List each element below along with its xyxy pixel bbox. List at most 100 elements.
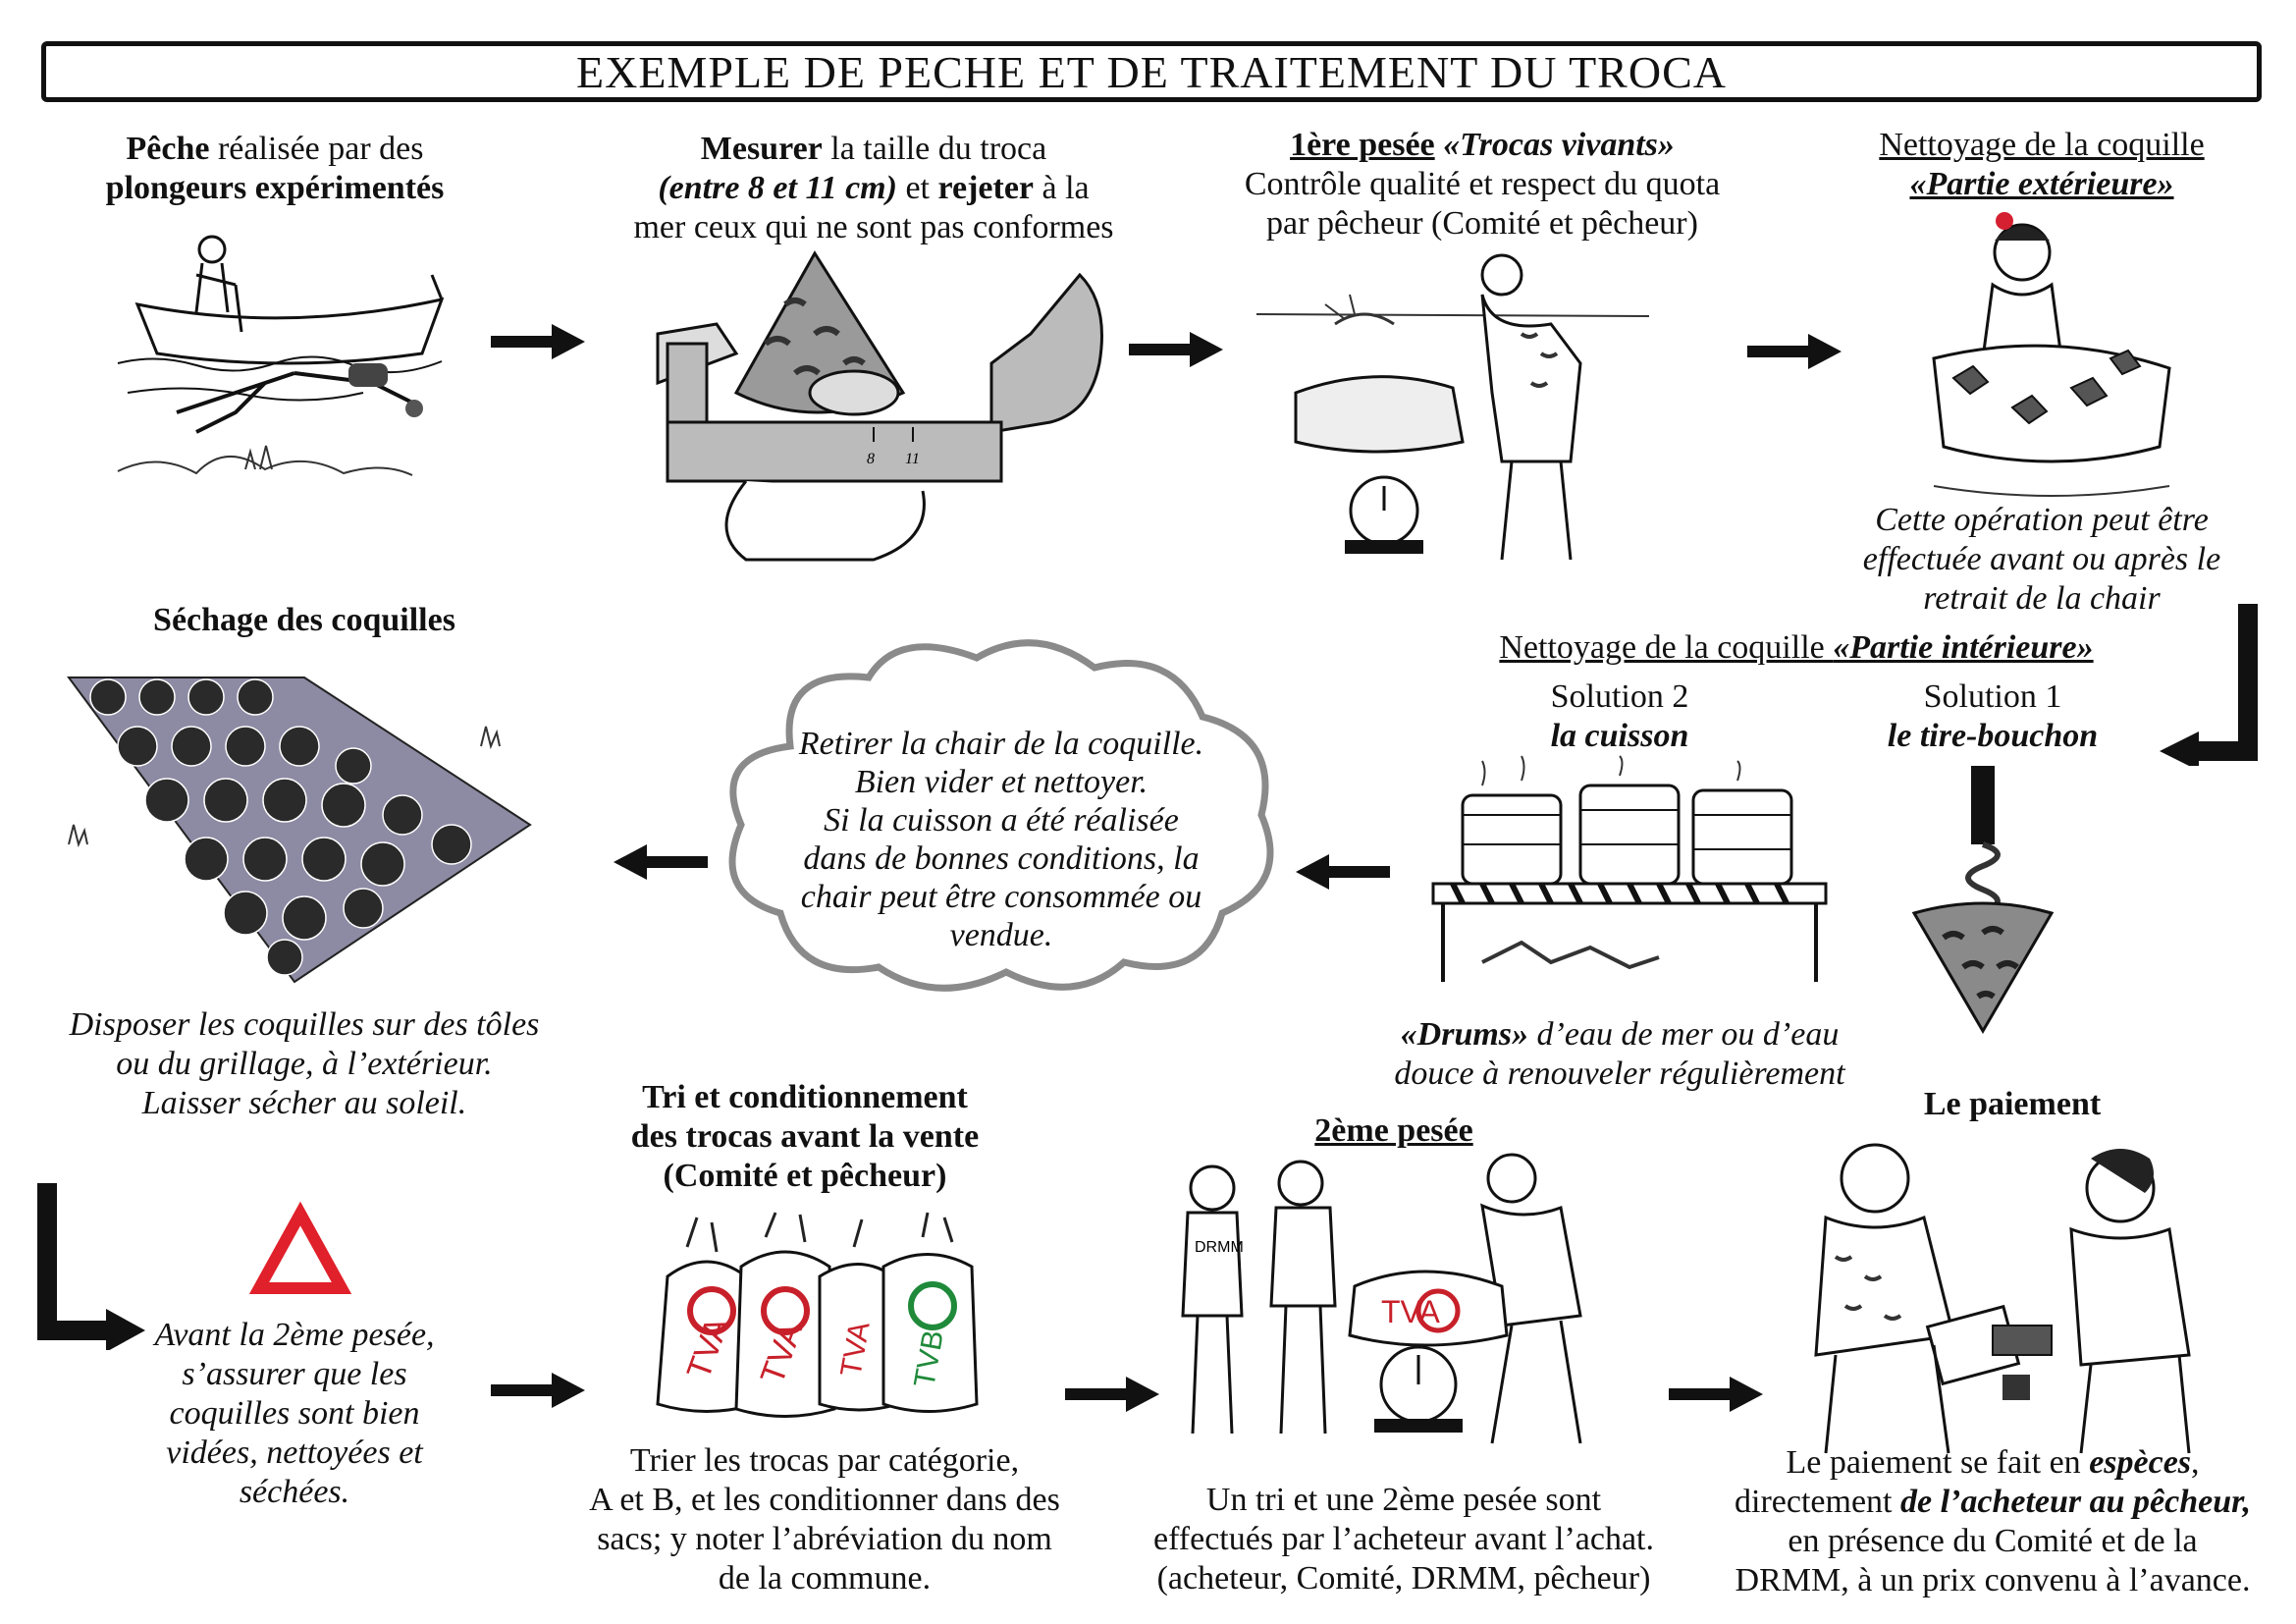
diver-boat-illustration bbox=[117, 235, 445, 476]
sechage-note-line3: Laisser sécher au soleil. bbox=[141, 1085, 467, 1121]
cloud-line2: Bien vider et nettoyer. bbox=[854, 764, 1148, 800]
pesee1-title: 1ère pesée bbox=[1290, 127, 1435, 163]
step-mesurer-caption: Mesurer la taille du troca (entre 8 et 1… bbox=[618, 130, 1129, 247]
cloud-line4: dans de bonnes conditions, la bbox=[803, 840, 1200, 877]
paiement-title: Le paiement bbox=[1923, 1086, 2102, 1122]
paiement-line4: DRMM, à un prix convenu à l’avance. bbox=[1735, 1562, 2251, 1598]
weighing-bag-label: TVA bbox=[1381, 1294, 1441, 1329]
pesee2-note: Un tri et une 2ème pesée sont effectués … bbox=[1129, 1481, 1679, 1598]
tri-note: Trier les trocas par catégorie, A et B, … bbox=[550, 1441, 1099, 1598]
step-peche-caption: Pêche réalisée par des plongeurs expérim… bbox=[59, 130, 491, 208]
nettoyage-int-title: Nettoyage de la coquille bbox=[1499, 629, 1834, 666]
step-pesee2-caption: 2ème pesée bbox=[1227, 1111, 1561, 1151]
solution-1-label: Solution 1 bbox=[1923, 678, 2062, 715]
sechage-note-line2: ou du grillage, à l’extérieur. bbox=[116, 1046, 493, 1082]
fisherman-weighing-illustration bbox=[1255, 253, 1650, 561]
cloud-line5: chair peut être consommée ou bbox=[800, 879, 1202, 915]
flow-arrow-left-cloud bbox=[1296, 854, 1390, 890]
page-title: EXEMPLE DE PECHE ET DE TRAITEMENT DU TRO… bbox=[576, 46, 1727, 97]
pesee2-title: 2ème pesée bbox=[1314, 1112, 1473, 1149]
warning-line3: coquilles sont bien bbox=[169, 1395, 420, 1432]
mesurer-text3: à la bbox=[1034, 170, 1090, 206]
corkscrew-shell-illustration bbox=[1911, 766, 2055, 1034]
bent-arrow-down-left bbox=[2160, 604, 2258, 766]
mesurer-size-range: (entre 8 et 11 cm) bbox=[658, 170, 897, 206]
pesee2-note-line2: effectués par l’acheteur avant l’achat. bbox=[1153, 1521, 1654, 1557]
step-nettoyage-ext-caption: Nettoyage de la coquille «Partie extérie… bbox=[1826, 126, 2258, 204]
drying-shells-illustration bbox=[67, 677, 532, 984]
paiement-line3: en présence du Comité et de la bbox=[1788, 1523, 2198, 1559]
cooking-drums-illustration bbox=[1431, 755, 1828, 982]
pesee2-note-line3: (acheteur, Comité, DRMM, pêcheur) bbox=[1156, 1560, 1651, 1597]
drums-bold: «Drums» bbox=[1400, 1016, 1529, 1053]
warning-line1: Avant la 2ème pesée, bbox=[154, 1317, 435, 1353]
paiement-comma: , bbox=[2191, 1444, 2200, 1481]
cloud-line6: vendue. bbox=[949, 917, 1053, 953]
pesee1-line3: par pêcheur (Comité et pêcheur) bbox=[1266, 205, 1698, 242]
flow-arrow-4 bbox=[491, 1373, 585, 1408]
woman-cleaning-shells-illustration bbox=[1932, 212, 2171, 497]
nettoyage-ext-part: «Partie extérieure» bbox=[1909, 166, 2174, 202]
measuring-ruler-illustration: 8 11 bbox=[656, 250, 1103, 562]
flow-arrow-2 bbox=[1129, 332, 1223, 367]
second-weighing-illustration: DRMM TVA bbox=[1181, 1153, 1582, 1444]
solution-2-name: la cuisson bbox=[1550, 718, 1689, 754]
step-pesee1-caption: 1ère pesée «Trocas vivants» Contrôle qua… bbox=[1207, 126, 1757, 244]
peche-divers: plongeurs expérimentés bbox=[105, 170, 445, 206]
nettoyage-ext-note-line2: effectuée avant ou après le bbox=[1862, 541, 2221, 577]
mesurer-bold: Mesurer bbox=[700, 131, 823, 167]
step-paiement-caption: Le paiement bbox=[1865, 1085, 2160, 1124]
drums-note: «Drums» d’eau de mer ou d’eau douce à re… bbox=[1355, 1015, 1885, 1094]
peche-text: réalisée par des bbox=[209, 131, 424, 167]
mesurer-text1: la taille du troca bbox=[822, 131, 1047, 167]
tri-title-line2: des trocas avant la vente bbox=[630, 1118, 980, 1155]
flow-arrow-3 bbox=[1747, 334, 1842, 369]
sechage-note: Disposer les coquilles sur des tôles ou … bbox=[39, 1005, 569, 1123]
paiement-text3: directement bbox=[1735, 1484, 1900, 1520]
mesurer-reject: rejeter bbox=[937, 170, 1034, 206]
pesee2-note-line1: Un tri et une 2ème pesée sont bbox=[1205, 1482, 1602, 1518]
warning-triangle-icon bbox=[248, 1201, 352, 1294]
tri-note-line4: de la commune. bbox=[718, 1560, 932, 1597]
warning-line4: vidées, nettoyées et bbox=[166, 1435, 423, 1471]
flow-arrow-1 bbox=[491, 324, 585, 359]
pesee1-live: «Trocas vivants» bbox=[1434, 127, 1675, 163]
ruler-mark-8: 8 bbox=[867, 451, 875, 467]
solution-1-caption: Solution 1 le tire-bouchon bbox=[1845, 677, 2140, 756]
sechage-note-line1: Disposer les coquilles sur des tôles bbox=[69, 1006, 540, 1043]
paiement-note: Le paiement se fait en espèces, directem… bbox=[1708, 1443, 2277, 1600]
mesurer-text2: et bbox=[896, 170, 938, 206]
drmm-shirt-label: DRMM bbox=[1195, 1239, 1244, 1256]
paiement-text1: Le paiement se fait en bbox=[1786, 1444, 2090, 1481]
tri-note-line3: sacs; y noter l’abréviation du nom bbox=[597, 1521, 1052, 1557]
thought-cloud-shape bbox=[728, 639, 1274, 992]
cloud-line1: Retirer la chair de la coquille. bbox=[798, 726, 1204, 762]
paiement-buyer-to-fisher: de l’acheteur au pêcheur, bbox=[1900, 1484, 2251, 1520]
cloud-line3: Si la cuisson a été réalisée bbox=[824, 802, 1179, 839]
sechage-title: Séchage des coquilles bbox=[153, 602, 455, 638]
flow-arrow-5 bbox=[1065, 1377, 1159, 1412]
nettoyage-int-part: «Partie intérieure» bbox=[1833, 629, 2094, 666]
tri-note-line2: A et B, et les conditionner dans des bbox=[589, 1482, 1060, 1518]
solution-1-name: le tire-bouchon bbox=[1887, 718, 2099, 754]
payment-illustration bbox=[1814, 1143, 2191, 1454]
warning-line5: séchées. bbox=[239, 1474, 350, 1510]
step-sechage-caption: Séchage des coquilles bbox=[79, 601, 530, 640]
tri-title-line1: Tri et conditionnement bbox=[642, 1079, 968, 1115]
tri-note-line1: Trier les trocas par catégorie, bbox=[629, 1442, 1020, 1479]
drums-line2: douce à renouveler régulièrement bbox=[1394, 1056, 1845, 1092]
warning-line2: s’assurer que les bbox=[182, 1356, 407, 1392]
nettoyage-ext-note-line1: Cette opération peut être bbox=[1875, 502, 2209, 538]
step-nettoyage-int-caption: Nettoyage de la coquille «Partie intérie… bbox=[1414, 628, 2179, 668]
nettoyage-ext-title: Nettoyage de la coquille bbox=[1879, 127, 2205, 163]
page-title-box: EXEMPLE DE PECHE ET DE TRAITEMENT DU TRO… bbox=[41, 41, 2262, 102]
tri-title-line3: (Comité et pêcheur) bbox=[663, 1158, 947, 1194]
flow-arrow-left-sechage bbox=[614, 844, 708, 880]
drums-text: d’eau de mer ou d’eau bbox=[1528, 1016, 1840, 1053]
nettoyage-ext-note-line3: retrait de la chair bbox=[1923, 580, 2161, 617]
pesee1-line2: Contrôle qualité et respect du quota bbox=[1244, 166, 1721, 202]
paiement-cash: espèces bbox=[2089, 1444, 2192, 1481]
nettoyage-ext-note: Cette opération peut être effectuée avan… bbox=[1826, 501, 2258, 619]
ruler-mark-11: 11 bbox=[905, 451, 920, 467]
bagged-trocas-illustration: TVA TVA TVA TVB bbox=[656, 1212, 979, 1418]
